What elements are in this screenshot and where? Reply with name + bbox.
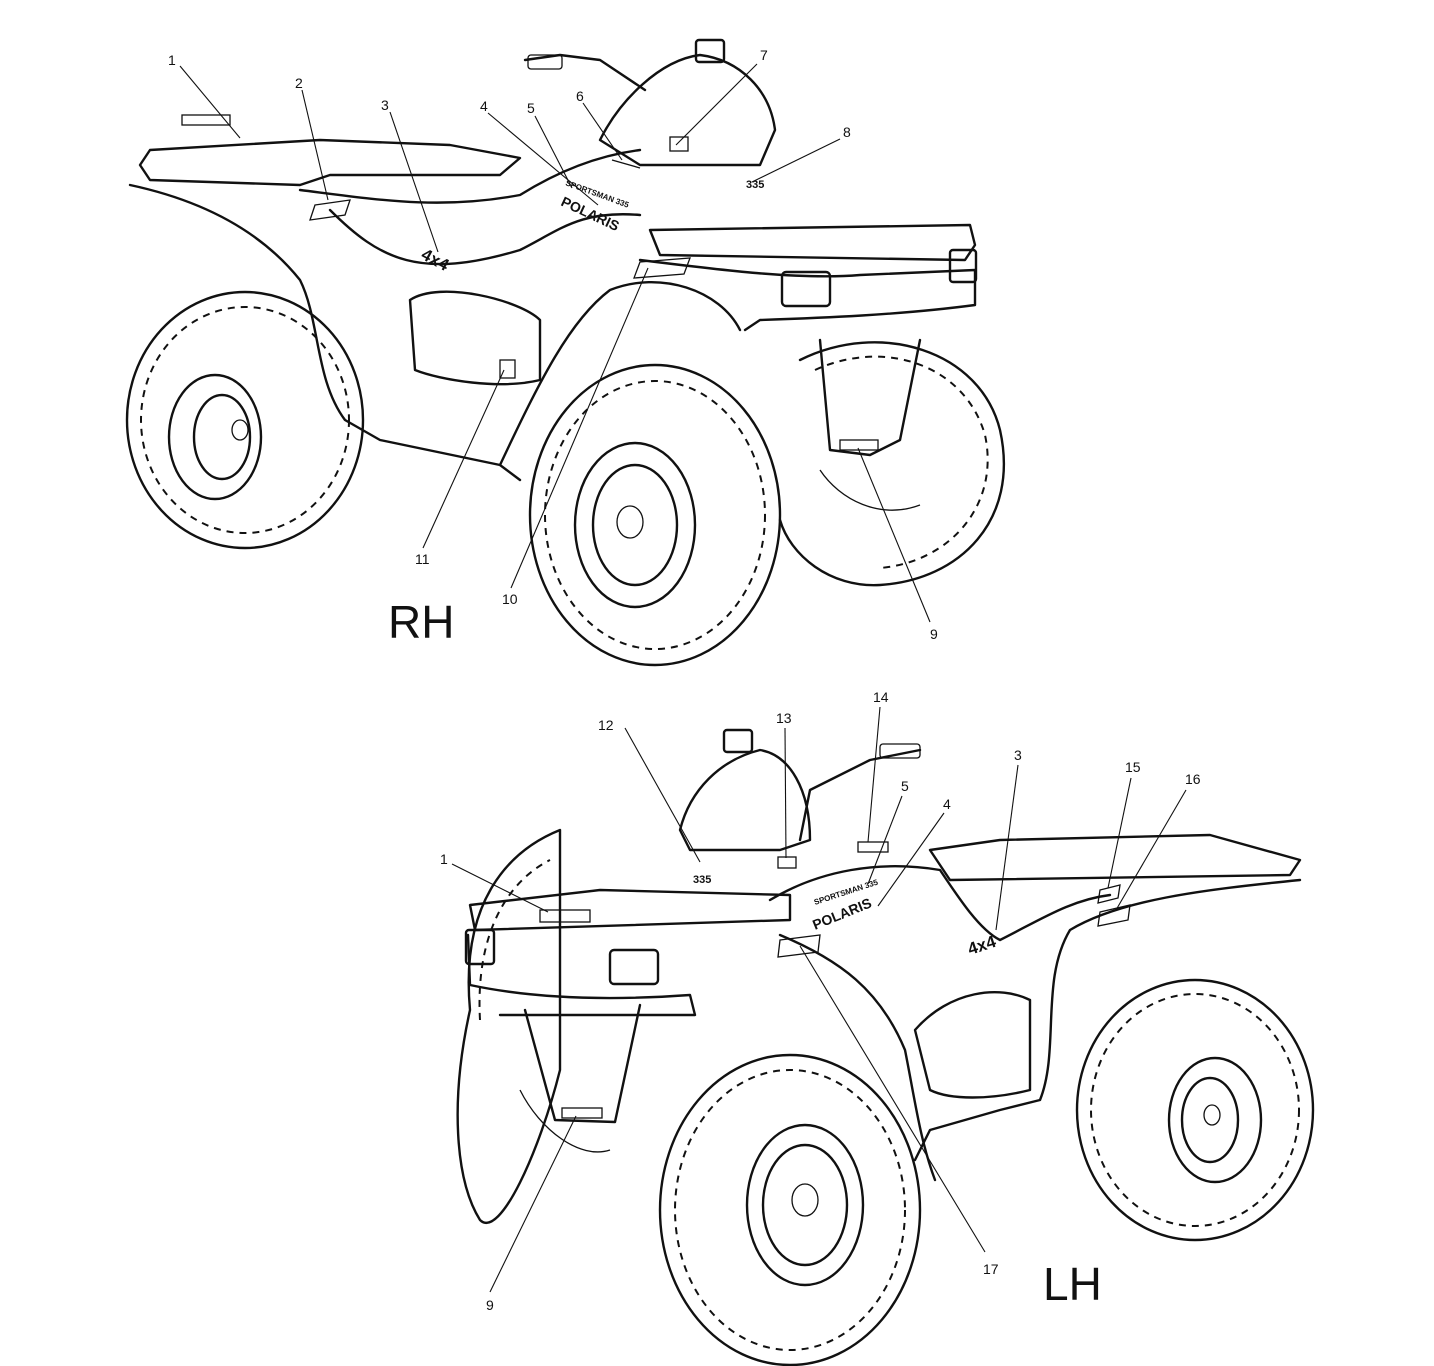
lh-callout-12: 12: [598, 717, 614, 733]
rh-engine-decal: 335: [746, 179, 764, 191]
rh-decal-6: [611, 159, 641, 169]
lh-grip: [879, 743, 921, 759]
lh-callout-9: 9: [486, 1297, 494, 1313]
rh-engine-cover: [408, 290, 542, 386]
lh-front-rack: [468, 888, 792, 932]
rh-front-bumper: [638, 258, 977, 332]
lh-atv-illustration: 4x4 POLARIS SPORTSMAN 335 335: [456, 728, 1315, 1366]
rh-fuel-tank: [598, 53, 777, 167]
rh-rear-wheel: [125, 290, 365, 550]
rh-front-fender: [498, 281, 742, 467]
lh-callout-13: 13: [776, 710, 792, 726]
rh-decal-7: [669, 136, 689, 152]
rh-callout-6: 6: [576, 88, 584, 104]
lh-callout-5: 5: [901, 778, 909, 794]
lh-engine-cover: [913, 991, 1032, 1099]
lh-front-bumper: [466, 933, 697, 1017]
lh-view-label: LH: [1043, 1258, 1102, 1310]
rh-leader-lines: [179, 63, 931, 623]
lh-decal-9: [561, 1107, 603, 1119]
rh-callout-9: 9: [930, 626, 938, 642]
rh-callout-7: 7: [760, 47, 768, 63]
lh-seat-line: [768, 865, 1112, 942]
rh-decal-10: [633, 257, 691, 279]
rh-front-guard: [818, 338, 922, 457]
lh-front-fender: [778, 933, 937, 1182]
rh-decal-1-rear-rack: [181, 114, 231, 126]
rh-atv-illustration: 4x4 POLARIS SPORTSMAN 335 335: [125, 38, 1006, 667]
lh-callout-16: 16: [1185, 771, 1201, 787]
rh-callout-5: 5: [527, 100, 535, 116]
rh-callout-3: 3: [381, 97, 389, 113]
rh-decal-11: [499, 359, 516, 379]
lh-fuel-cap: [722, 728, 754, 754]
lh-leader-lines: [451, 706, 1187, 1293]
rh-rear-rack: [138, 138, 522, 187]
rh-handlebar: [523, 53, 647, 92]
lh-rear-fender: [913, 878, 1302, 1162]
rh-callout-8: 8: [843, 124, 851, 140]
rh-front-rack: [648, 223, 977, 262]
lh-rear-wheel: [1075, 978, 1315, 1242]
rh-4x4-decal: 4x4: [418, 245, 452, 275]
rh-headlight-right: [948, 248, 978, 284]
rh-headlight-left: [780, 270, 832, 308]
lh-rear-rack: [928, 833, 1302, 882]
lh-decal-1-front-rack: [539, 909, 591, 923]
rh-grip: [527, 54, 563, 70]
rh-callout-2: 2: [295, 75, 303, 91]
lh-callout-14: 14: [873, 689, 889, 705]
rh-fuel-cap: [694, 38, 726, 64]
rh-rear-fender: [128, 183, 522, 482]
lh-decal-17: [777, 934, 821, 958]
lh-front-far-wheel: [456, 828, 611, 1224]
lh-headlight-right: [608, 948, 660, 986]
lh-decal-14: [857, 841, 889, 853]
lh-callout-1: 1: [440, 851, 448, 867]
lh-decal-16: [1097, 904, 1131, 927]
lh-callout-labels: 1 3 4 5 9 12 13 14 15 16 17: [440, 689, 1201, 1313]
lh-callout-4: 4: [943, 796, 951, 812]
rh-seat-top: [298, 148, 642, 204]
rh-side-panel: [328, 208, 642, 266]
lh-callout-3: 3: [1014, 747, 1022, 763]
rh-callout-4: 4: [480, 98, 488, 114]
lh-front-guard: [523, 1003, 642, 1124]
rh-view-label: RH: [388, 596, 454, 648]
rh-callout-11: 11: [415, 551, 430, 567]
lh-engine-decal: 335: [693, 874, 711, 886]
rh-callout-10: 10: [502, 591, 518, 607]
rh-callout-labels: 1 2 3 4 5 6 7 8 9 10 11: [168, 47, 938, 642]
lh-front-wheel: [658, 1053, 922, 1366]
rh-decal-9: [839, 439, 879, 451]
lh-decal-15: [1097, 884, 1121, 904]
lh-headlight-left: [464, 928, 496, 966]
lh-decal-13: [777, 856, 797, 869]
rh-front-far-wheel: [778, 341, 1006, 587]
lh-handlebar: [798, 748, 922, 842]
lh-callout-17: 17: [983, 1261, 999, 1277]
lh-fuel-tank: [678, 748, 812, 852]
lh-callout-15: 15: [1125, 759, 1141, 775]
rh-decal-2: [309, 199, 351, 221]
rh-front-wheel: [528, 363, 782, 667]
rh-callout-1: 1: [168, 52, 176, 68]
